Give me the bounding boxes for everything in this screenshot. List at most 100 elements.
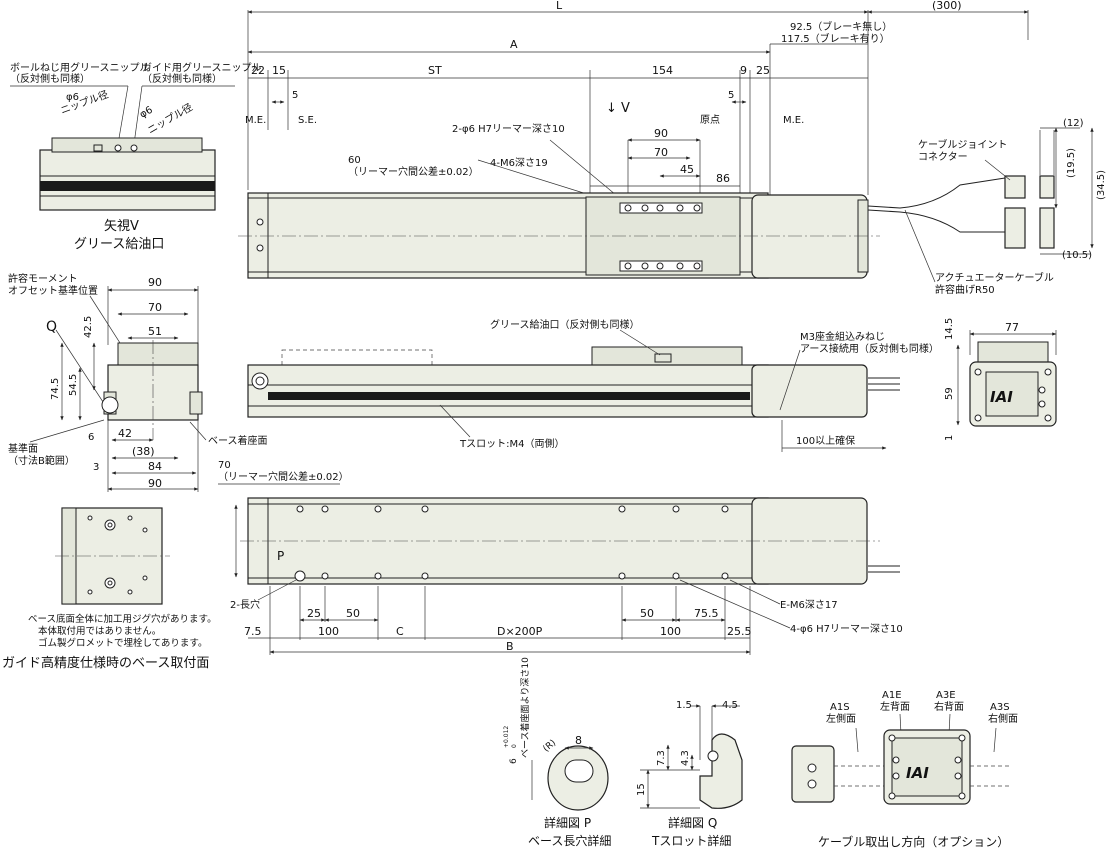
dim-75-5: 75.5 [694,607,719,620]
motor-top [751,194,868,279]
dim-15: 15 [272,64,286,77]
dim-7-5: 7.5 [244,625,262,638]
dim-74-5: 74.5 [50,378,61,400]
dim-154: 154 [652,64,673,77]
label-ground: アース接続用（反対側も同様） [800,342,939,355]
dim-34-5: (34.5) [1096,170,1106,200]
cross-section: 許容モーメント オフセット基準位置 90 70 51 Q 42.5 74.5 5… [8,272,268,492]
label-a1e-back: 左背面 [880,700,910,713]
dim-51: 51 [148,325,162,338]
cable-dir-logo: IAI [906,764,929,782]
label-ball-nipple-note: （反対側も同様） [10,72,90,85]
label-ref-face: 基準面 [8,442,38,455]
label-a3s-side: 右側面 [988,712,1018,725]
dim-100-a: 100 [318,625,339,638]
view-v: ボールねじ用グリースニップル （反対側も同様） ガイド用グリースニップル （反対… [10,61,262,252]
detail-p-depth-6: 6 [509,758,519,764]
dim-cable-length: (300) [932,0,962,12]
label-phi6-b: φ6 [138,105,155,121]
end-view: 77 14.5 59 1 IAI [944,318,1057,441]
label-connector: コネクター [918,151,968,163]
dim-84: 84 [148,460,162,473]
label-a1e: A1E [882,690,902,701]
guide-base-view: ベース底面全体に加工用ジグ穴があります。 本体取付用ではありません。 ゴム製グロ… [2,507,217,671]
detail-q-subtitle: Tスロット詳細 [651,833,731,848]
guide-note-1: ベース底面全体に加工用ジグ穴があります。 [28,613,217,625]
dim-L: L [556,0,563,12]
dim-90-bot: 90 [148,477,162,490]
label-guide-nipple: ガイド用グリースニップル [142,61,262,74]
label-p: P [277,549,284,563]
label-moment-offset: オフセット基準位置 [8,284,98,297]
label-r: (R) [542,738,559,754]
label-m6: 4-M6深さ19 [490,157,548,169]
label-clearance: 100以上確保 [796,434,855,447]
view-v-title: 矢視V [104,219,139,234]
dim-100-b: 100 [660,625,681,638]
dim-B: B [506,640,514,653]
label-ream-60: 60 [348,155,361,166]
detail-p-subtitle: ベース長穴詳細 [528,833,611,848]
label-a1s: A1S [830,702,850,713]
label-slot2: 2-長穴 [230,598,260,611]
label-bend-radius: 許容曲げR50 [935,283,995,296]
guide-base-title: ガイド高精度仕様時のベース取付面 [2,655,209,671]
label-a3s: A3S [990,702,1010,713]
side-view: グリース給油口（反対側も同様） M3座金組込みねじ アース接続用（反対側も同様）… [247,318,939,452]
cable-connector-a [1004,175,1026,199]
view-v-body [39,149,216,211]
cable-connector-b [1004,207,1026,249]
label-ball-nipple: ボールねじ用グリースニップル [10,61,150,74]
label-guide-nipple-note: （反対側も同様） [142,72,222,85]
label-ream-tol: （リーマー穴間公差±0.02） [348,165,479,178]
dim-4-5: 4.5 [722,700,738,711]
dim-brake-off: 92.5（ブレーキ無し） [790,20,892,33]
label-a1s-side: 左側面 [826,712,856,725]
label-moment: 許容モーメント [8,272,78,285]
cable-dims: (12) (19.5) (34.5) (10.5) ケーブルジョイント コネクタ… [904,118,1106,296]
dim-6: 6 [88,432,94,443]
dim-12: (12) [1063,118,1084,129]
detail-p-tol-lower: 0 [511,744,518,748]
cable-direction: A1S 左側面 A1E 左背面 A3E 右背面 A3S 右側面 IAI ケーブル… [791,690,1018,849]
label-a3e: A3E [936,690,956,701]
dim-42-5: 42.5 [83,316,94,338]
detail-q-title: 詳細図 Q [668,815,717,830]
dim-A: A [510,38,518,51]
label-se: S.E. [298,115,317,126]
detail-p: 6 +0.012 0 ベース着座面より深さ10 8 (R) 詳細図 P ベース長… [503,657,611,848]
dim-25: 25 [756,64,770,77]
dim-5-left: 5 [292,90,298,101]
dim-70: 70 [654,146,668,159]
dim-50-a: 50 [346,607,360,620]
label-m3-screw: M3座金組込みねじ [800,330,885,343]
dim-90: 90 [654,127,668,140]
motor-side [751,364,868,418]
dim-90-top: 90 [148,276,162,289]
dim-10-5: (10.5) [1062,250,1092,261]
dim-54-5: 54.5 [68,374,79,396]
detail-q: 1.5 4.5 7.3 4.3 15 詳細図 Q Tスロット詳細 [636,700,743,848]
detail-p-tol-upper: +0.012 [503,726,510,748]
dim-15-q: 15 [636,783,647,796]
dim-25-bot: 25 [307,607,321,620]
label-ream-2: 2-φ6 H7リーマー深さ10 [452,123,565,135]
dim-C: C [396,625,404,638]
label-em6: E-M6深さ17 [780,599,838,611]
dim-42: 42 [118,427,132,440]
detail-p-title: 詳細図 P [544,815,591,830]
label-phi6-a: φ6 [66,92,79,103]
label-ream4: 4-φ6 H7リーマー深さ10 [790,623,903,635]
dim-70-sec: 70 [148,301,162,314]
label-origin: 原点 [700,114,720,126]
label-joint: ケーブルジョイント [918,138,1007,151]
guide-note-2: 本体取付用ではありません。 [38,625,161,637]
dim-77: 77 [1005,321,1019,334]
dim-22: 22 [251,64,265,77]
dim-DxP: D×200P [497,625,543,638]
dim-9: 9 [740,64,747,77]
dim-ST: ST [428,64,442,77]
bottom-view: 70 （リーマー穴間公差±0.02） P 2-長穴 [218,460,903,655]
dim-70-bot: 70 [218,460,231,471]
